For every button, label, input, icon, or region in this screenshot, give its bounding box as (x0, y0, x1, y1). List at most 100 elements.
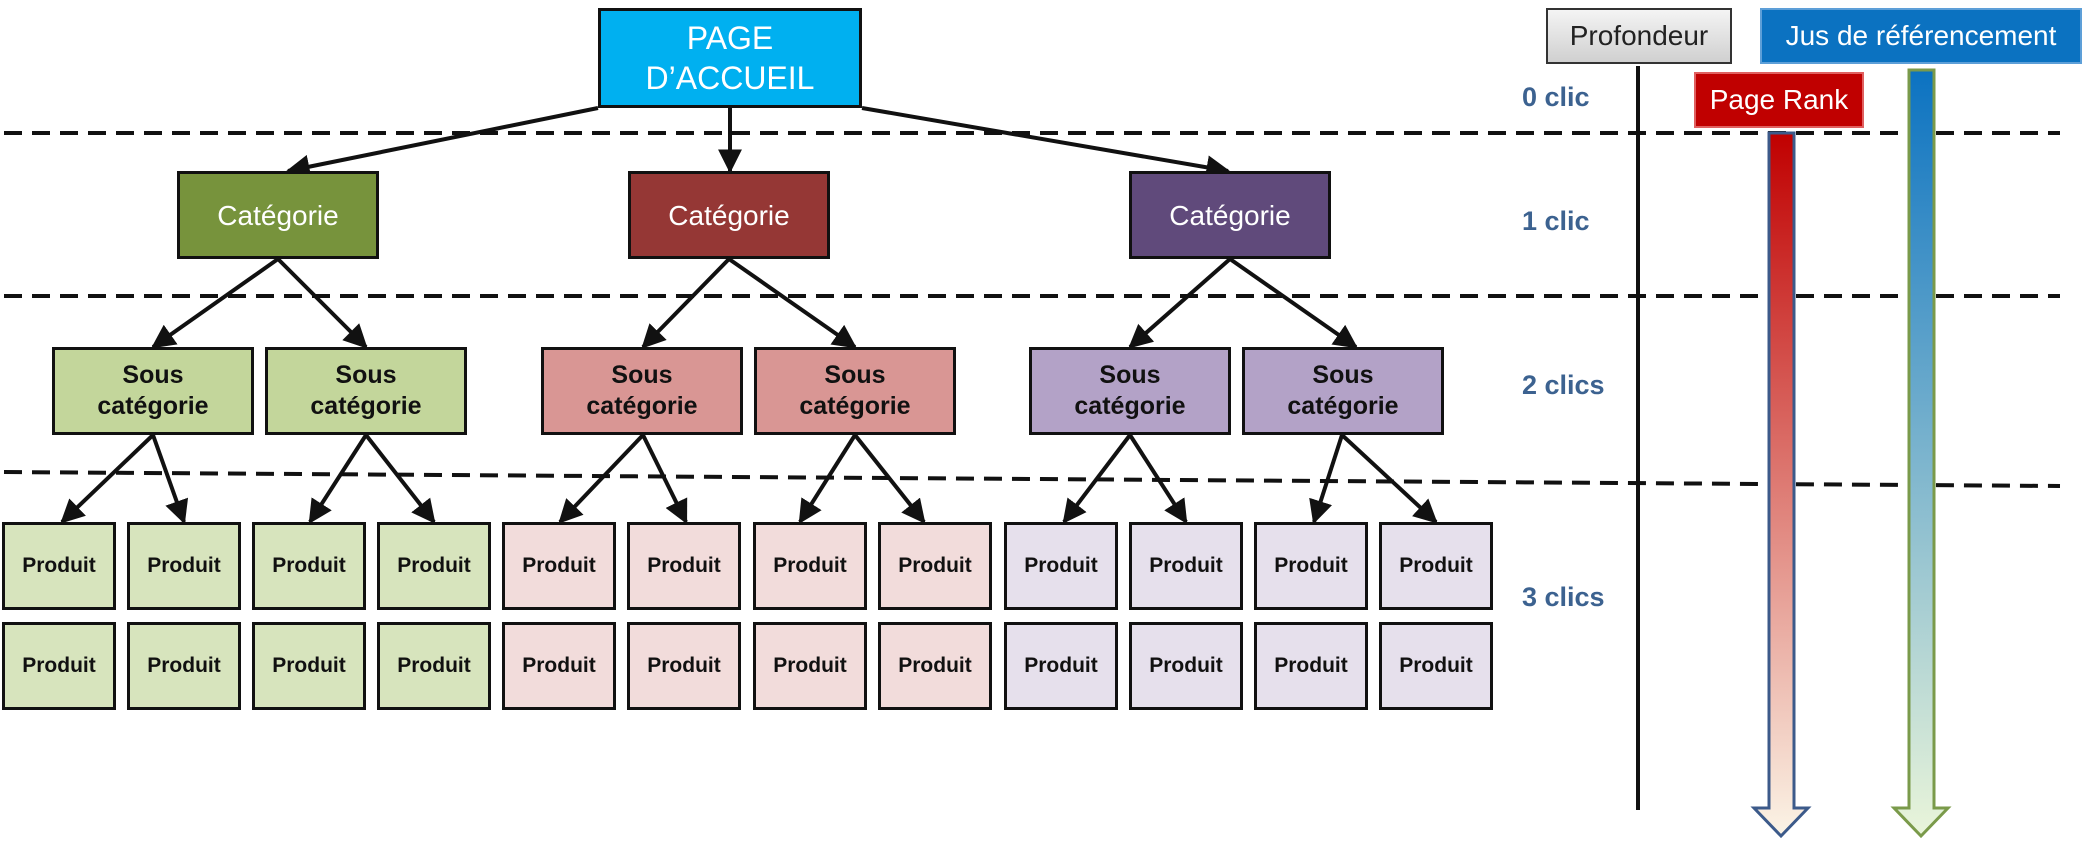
connector-arrow (1309, 434, 1344, 525)
product-label: Produit (397, 553, 471, 577)
connector-arrow (308, 433, 368, 525)
connector-arrow (1340, 433, 1438, 524)
product-label: Produit (898, 653, 972, 677)
product-box: Produit (377, 522, 491, 610)
product-box: Produit (252, 522, 366, 610)
subcategory-label: Sous catégorie (1287, 360, 1399, 420)
product-label: Produit (22, 653, 96, 677)
category-box-3: Catégorie (1129, 171, 1331, 259)
connector-arrow (285, 106, 599, 179)
category-label: Catégorie (1169, 199, 1291, 231)
depth-label-2: 2 clics (1522, 370, 1605, 400)
connector-arrow (151, 257, 280, 349)
seo-juice-arrow (1890, 68, 1952, 839)
product-label: Produit (522, 653, 596, 677)
product-box: Produit (127, 622, 241, 710)
subcategory-box: Sous catégorie (265, 347, 467, 435)
page-rank-legend-box: Page Rank (1694, 72, 1864, 128)
category-label: Catégorie (668, 199, 790, 231)
product-box: Produit (127, 522, 241, 610)
product-label: Produit (1024, 553, 1098, 577)
connector-arrow (60, 433, 155, 524)
page-rank-arrow (1750, 131, 1812, 839)
product-label: Produit (647, 653, 721, 677)
product-label: Produit (1274, 553, 1348, 577)
subcategory-box: Sous catégorie (52, 347, 254, 435)
category-box-1: Catégorie (177, 171, 379, 259)
connector-arrow (1228, 257, 1358, 349)
product-box: Produit (1004, 522, 1118, 610)
connector-arrow (558, 433, 645, 524)
depth-label-3: 3 clics (1522, 582, 1605, 612)
product-box: Produit (502, 522, 616, 610)
product-label: Produit (773, 653, 847, 677)
product-label: Produit (272, 653, 346, 677)
subcategory-label: Sous catégorie (310, 360, 422, 420)
category-box-2: Catégorie (628, 171, 830, 259)
connector-arrow (276, 257, 368, 349)
subcategory-box: Sous catégorie (541, 347, 743, 435)
product-box: Produit (1129, 522, 1243, 610)
connector-arrow (364, 433, 436, 524)
product-box: Produit (1004, 622, 1118, 710)
level-separator-2 (3, 470, 2061, 488)
product-label: Produit (773, 553, 847, 577)
connector-arrow (151, 434, 189, 525)
product-box: Produit (1129, 622, 1243, 710)
connector-arrow (1062, 433, 1132, 524)
subcategory-label: Sous catégorie (799, 360, 911, 420)
product-label: Produit (147, 553, 221, 577)
product-box: Produit (753, 522, 867, 610)
subcategory-box: Sous catégorie (1242, 347, 1444, 435)
product-box: Produit (2, 622, 116, 710)
product-box: Produit (1254, 622, 1368, 710)
product-box: Produit (502, 622, 616, 710)
product-label: Produit (1399, 553, 1473, 577)
connector-arrow (727, 257, 857, 349)
product-box: Produit (252, 622, 366, 710)
subcategory-box: Sous catégorie (754, 347, 956, 435)
connector-arrow (861, 106, 1231, 180)
product-box: Produit (878, 522, 992, 610)
subcategory-label: Sous catégorie (1074, 360, 1186, 420)
product-label: Produit (1024, 653, 1098, 677)
connector-arrow (798, 433, 857, 525)
depth-label-1: 1 clic (1522, 206, 1590, 236)
product-box: Produit (1379, 522, 1493, 610)
product-box: Produit (627, 522, 741, 610)
depth-label-0: 0 clic (1522, 82, 1590, 112)
product-box: Produit (1379, 622, 1493, 710)
product-box: Produit (753, 622, 867, 710)
category-label: Catégorie (217, 199, 339, 231)
home-page-box: PAGE D’ACCUEIL (598, 8, 862, 108)
product-label: Produit (1149, 553, 1223, 577)
product-label: Produit (1149, 653, 1223, 677)
product-label: Produit (1274, 653, 1348, 677)
subcategory-box: Sous catégorie (1029, 347, 1231, 435)
home-page-label: PAGE D’ACCUEIL (645, 20, 815, 96)
connector-arrow (641, 434, 688, 525)
product-box: Produit (627, 622, 741, 710)
product-label: Produit (272, 553, 346, 577)
product-label: Produit (22, 553, 96, 577)
connector-arrow (641, 257, 731, 349)
product-box: Produit (377, 622, 491, 710)
connector-arrow (853, 433, 926, 524)
product-label: Produit (898, 553, 972, 577)
product-label: Produit (397, 653, 471, 677)
connector-arrow (1128, 257, 1232, 349)
product-label: Produit (647, 553, 721, 577)
depth-legend-box: Profondeur (1546, 8, 1732, 64)
subcategory-label: Sous catégorie (97, 360, 209, 420)
product-box: Produit (878, 622, 992, 710)
product-box: Produit (1254, 522, 1368, 610)
subcategory-label: Sous catégorie (586, 360, 698, 420)
product-box: Produit (2, 522, 116, 610)
product-label: Produit (147, 653, 221, 677)
product-label: Produit (1399, 653, 1473, 677)
seo-juice-legend-box: Jus de référencement (1760, 8, 2082, 64)
product-label: Produit (522, 553, 596, 577)
connector-arrow (1128, 433, 1188, 525)
